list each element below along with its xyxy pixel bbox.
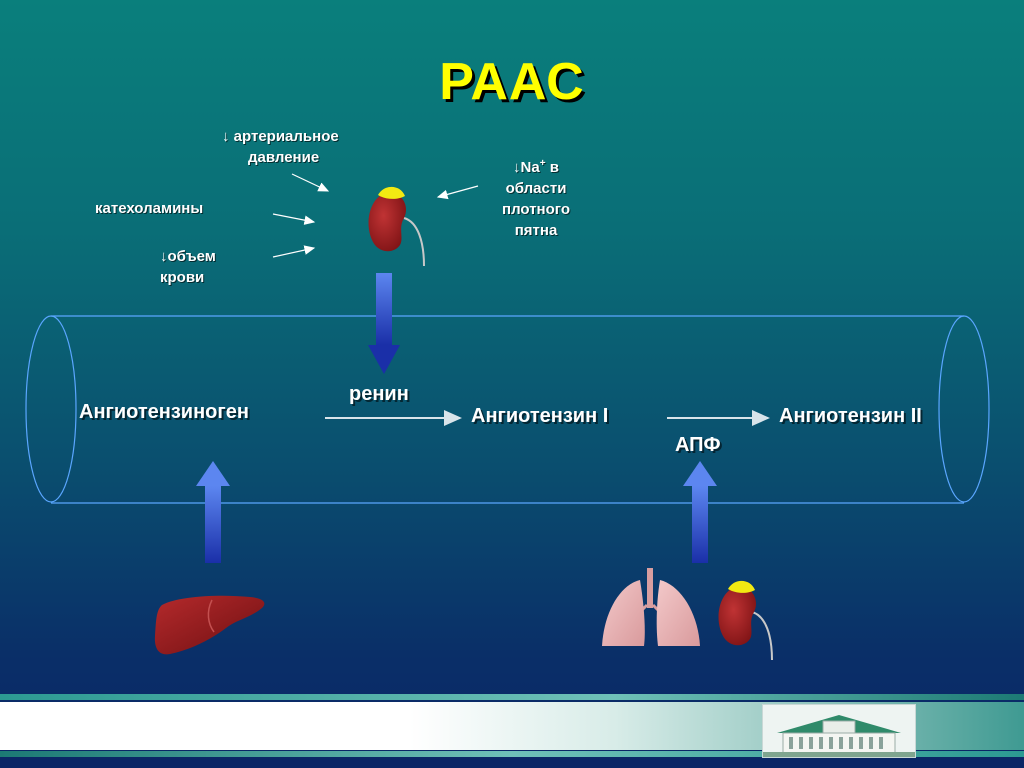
- lungs-up-arrow: [683, 461, 717, 563]
- label-ace: АПФ: [675, 434, 721, 456]
- kidney-icon-bottom: [718, 580, 773, 661]
- liver-icon: [154, 595, 265, 655]
- stimulus-bp-2: давление: [248, 149, 320, 166]
- kidney-icon: [368, 186, 425, 267]
- stimulus-arrows: [272, 173, 479, 258]
- label-angiotensinogen: Ангиотензиноген: [79, 401, 249, 423]
- liver-up-arrow: [196, 461, 230, 563]
- lungs-icon: [602, 568, 700, 646]
- slide-title: РААС: [439, 53, 585, 111]
- building-logo-icon: [762, 704, 916, 758]
- stimulus-bp-1: ↓ артериальное: [222, 128, 339, 145]
- stimulus-catecholamines: катехоламины: [95, 200, 204, 217]
- footer-divider-bottom: [0, 751, 1024, 757]
- label-angiotensin-1: Ангиотензин I: [471, 405, 609, 427]
- renin-down-arrow: [368, 273, 400, 374]
- footer-divider-top: [0, 694, 1024, 700]
- vessel-cylinder: [25, 315, 990, 504]
- label-renin: ренин: [349, 383, 409, 405]
- label-angiotensin-2: Ангиотензин II: [779, 405, 922, 427]
